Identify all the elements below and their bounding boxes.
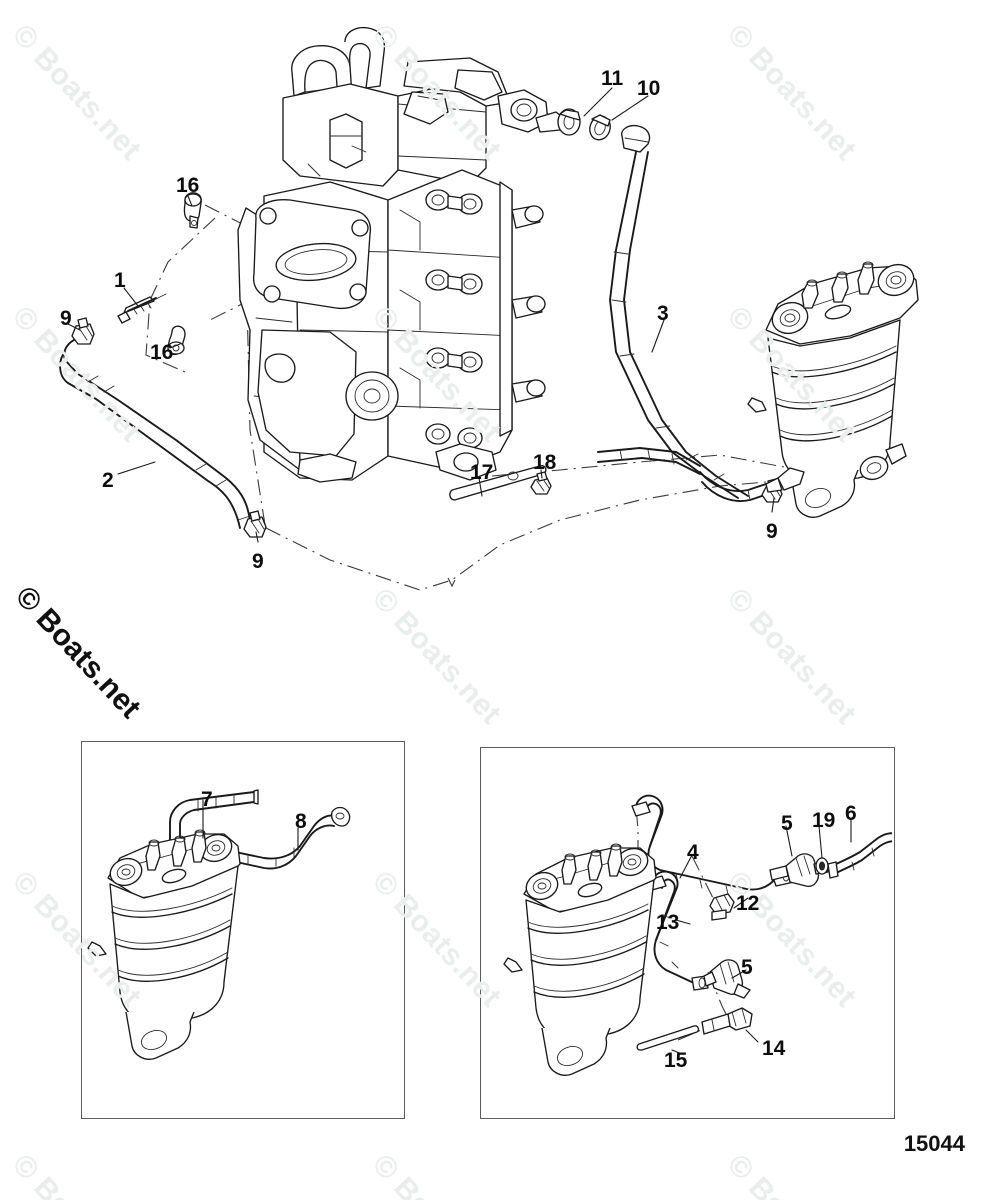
part-9-clamp-upper-left	[71, 317, 95, 345]
part-16-fitting-upper	[183, 192, 202, 229]
part-3-fuel-line	[597, 124, 775, 502]
diagram-number: 15044	[903, 1131, 965, 1156]
main-leader-lines	[67, 87, 775, 543]
part-10-washer	[589, 114, 611, 141]
inset-left-art	[87, 789, 351, 1060]
callout-number-16: 16	[176, 174, 200, 197]
part-14-connector	[701, 1007, 753, 1035]
callout-number-19: 19	[812, 809, 836, 832]
callout-number-12: 12	[736, 892, 760, 915]
part-2-hose	[59, 337, 251, 529]
callout-number-9: 9	[766, 520, 778, 543]
callout-number-9: 9	[60, 307, 72, 330]
callout-number-10: 10	[637, 77, 661, 100]
inset-right-art	[503, 794, 892, 1076]
callout-number-18: 18	[533, 451, 557, 474]
callout-number-3: 3	[657, 302, 669, 325]
part-12-clip	[709, 893, 735, 921]
callout-number-2: 2	[102, 469, 114, 492]
engine-powerhead-block	[237, 26, 567, 483]
callout-number-11: 11	[601, 67, 624, 90]
part-9-clamp-lower-left	[243, 510, 267, 538]
vapor-separator-tank-left-inset	[87, 829, 241, 1060]
callout-number-5: 5	[781, 812, 793, 835]
part-5-injector-lower	[703, 959, 751, 999]
part-1-stud	[117, 293, 167, 324]
callout-number-5: 5	[741, 956, 753, 979]
callout-number-6: 6	[845, 802, 857, 825]
part-18-clip	[530, 471, 552, 495]
part-11-grommet	[557, 108, 581, 136]
callout-number-13: 13	[656, 911, 680, 934]
part-6-hose	[827, 832, 892, 879]
vapor-separator-tank-right-inset	[503, 843, 657, 1076]
callout-number-8: 8	[295, 810, 307, 833]
callout-number-1: 1	[114, 269, 126, 292]
callout-number-4: 4	[687, 841, 699, 864]
callout-number-16: 16	[150, 341, 174, 364]
callout-number-17: 17	[470, 461, 494, 484]
injector-ports	[425, 189, 483, 449]
inset-panel-right	[480, 747, 895, 1119]
callout-number-14: 14	[762, 1037, 786, 1060]
callout-number-15: 15	[664, 1049, 688, 1072]
callout-number-9: 9	[252, 550, 264, 573]
inset-panel-left	[81, 741, 405, 1119]
vapor-separator-tank-main	[747, 261, 919, 518]
callout-number-7: 7	[201, 788, 213, 811]
part-15-pin	[636, 1025, 700, 1051]
